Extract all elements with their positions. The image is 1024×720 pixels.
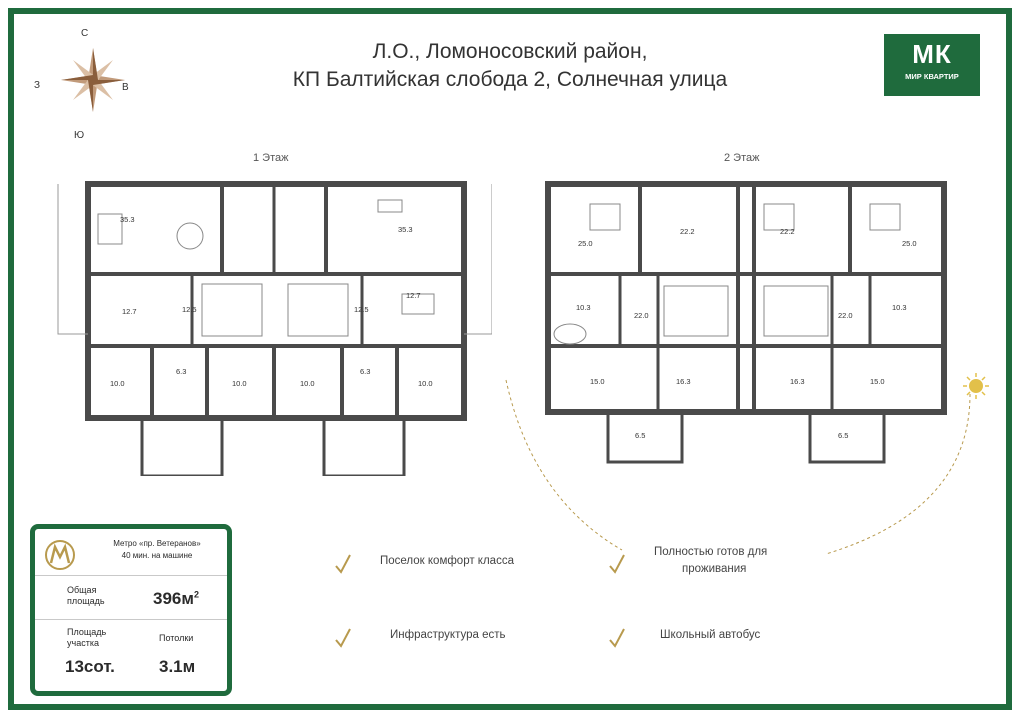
room-label: 25.0 bbox=[578, 239, 593, 248]
feature-comfort-class: Поселок комфорт класса bbox=[380, 555, 514, 567]
checkmark-icon bbox=[335, 554, 351, 574]
info-card: Метро «пр. Ветеранов» 40 мин. на машине … bbox=[30, 524, 232, 696]
room-label: 12.5 bbox=[354, 305, 369, 314]
room-label: 22.2 bbox=[680, 227, 695, 236]
plot-value: 13сот. bbox=[65, 657, 115, 676]
checkmark-icon bbox=[609, 628, 625, 648]
room-label: 12.7 bbox=[406, 291, 421, 300]
metro-info: Метро «пр. Ветеранов» 40 мин. на машине bbox=[87, 538, 227, 562]
page-title: Л.О., Ломоносовский район, КП Балтийская… bbox=[250, 38, 770, 94]
metro-travel-time: 40 мин. на машине bbox=[121, 551, 193, 560]
metro-icon bbox=[45, 540, 75, 570]
title-line-1: Л.О., Ломоносовский район, bbox=[372, 40, 648, 63]
sun-icon bbox=[963, 373, 989, 399]
room-label: 6.3 bbox=[176, 367, 186, 376]
area-label: Общая площадь bbox=[67, 585, 105, 606]
logo-mark: МК bbox=[912, 39, 952, 69]
room-label: 10.3 bbox=[576, 303, 591, 312]
room-label: 10.0 bbox=[110, 379, 125, 388]
room-label: 22.0 bbox=[838, 311, 853, 320]
room-label: 35.3 bbox=[398, 225, 413, 234]
feature-ready-to-live: Полностью готов для проживания bbox=[654, 546, 768, 575]
room-label: 10.0 bbox=[418, 379, 433, 388]
compass-south-label: Ю bbox=[74, 130, 85, 141]
metro-station: Метро «пр. Ветеранов» bbox=[113, 539, 201, 548]
room-label: 22.2 bbox=[780, 227, 795, 236]
title-line-2: КП Балтийская слобода 2, Солнечная улица bbox=[292, 68, 728, 91]
page-frame bbox=[8, 8, 1012, 710]
room-label: 6.3 bbox=[360, 367, 370, 376]
room-label: 6.5 bbox=[838, 431, 848, 440]
floor-2-label: 2 Этаж bbox=[724, 152, 760, 164]
room-label: 12.5 bbox=[182, 305, 197, 314]
floor-1-label: 1 Этаж bbox=[253, 152, 289, 164]
divider bbox=[35, 619, 227, 620]
room-label: 22.0 bbox=[634, 311, 649, 320]
moon-icon bbox=[502, 364, 518, 384]
floor-1-plan: 35.3 35.3 12.7 12.5 12.5 12.7 10.0 6.3 1… bbox=[57, 181, 492, 476]
checkmark-icon bbox=[609, 554, 625, 574]
divider bbox=[35, 575, 227, 576]
sun-path bbox=[825, 373, 989, 555]
moon-path bbox=[502, 364, 623, 551]
feature-infrastructure: Инфраструктура есть bbox=[390, 629, 506, 641]
ceiling-value: 3.1м bbox=[159, 657, 196, 676]
floor-2-plan: 25.0 22.2 22.2 25.0 10.3 22.0 22.0 10.3 … bbox=[545, 181, 947, 464]
room-label: 10.0 bbox=[300, 379, 315, 388]
compass-north-label: С bbox=[81, 28, 89, 39]
room-label: 16.3 bbox=[790, 377, 805, 386]
brand-logo: МК МИР КВАРТИР bbox=[884, 34, 980, 96]
logo-text: МИР КВАРТИР bbox=[905, 72, 959, 81]
compass-west-label: З bbox=[34, 80, 41, 91]
room-label: 15.0 bbox=[590, 377, 605, 386]
room-label: 35.3 bbox=[120, 215, 135, 224]
room-label: 15.0 bbox=[870, 377, 885, 386]
plot-label: Площадь участка bbox=[67, 627, 107, 648]
room-label: 10.3 bbox=[892, 303, 907, 312]
room-label: 12.7 bbox=[122, 307, 137, 316]
feature-school-bus: Школьный автобус bbox=[660, 629, 761, 641]
room-label: 10.0 bbox=[232, 379, 247, 388]
checkmark-icon bbox=[335, 628, 351, 648]
area-value: 396м2 bbox=[153, 589, 199, 608]
compass-rose-icon bbox=[61, 48, 125, 112]
ceiling-label: Потолки bbox=[159, 633, 194, 643]
compass: С З В Ю bbox=[34, 28, 148, 141]
room-label: 25.0 bbox=[902, 239, 917, 248]
room-label: 6.5 bbox=[635, 431, 645, 440]
compass-east-label: В bbox=[122, 82, 129, 93]
room-label: 16.3 bbox=[676, 377, 691, 386]
